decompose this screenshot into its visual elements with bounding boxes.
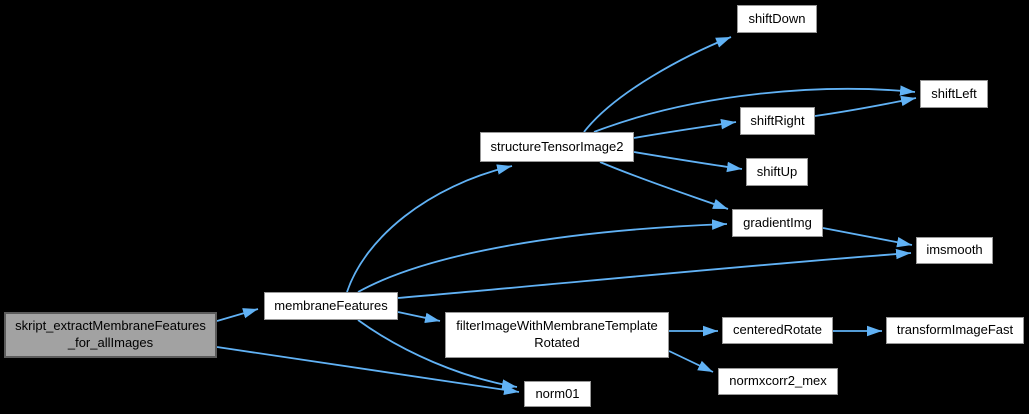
node-label: structureTensorImage2 xyxy=(490,138,624,154)
node-norm01[interactable]: norm01 xyxy=(524,381,591,407)
node-gradientImg[interactable]: gradientImg xyxy=(732,209,823,237)
node-label: Rotated xyxy=(534,335,580,350)
node-label: shiftLeft xyxy=(931,85,977,101)
node-label: shiftRight xyxy=(750,112,805,128)
node-imsmooth[interactable]: imsmooth xyxy=(916,237,993,264)
node-membraneFeatures[interactable]: membraneFeatures xyxy=(264,292,398,320)
edge-filterImageWithMembraneTemplateRotated-to-normxcorr2_mex xyxy=(668,350,714,373)
node-label: shiftDown xyxy=(748,10,806,26)
edge-structureTensorImage2-to-shiftLeft xyxy=(593,85,916,133)
edge-structureTensorImage2-to-gradientImg xyxy=(599,161,729,210)
node-label: norm01 xyxy=(535,385,580,401)
node-transformImageFast[interactable]: transformImageFast xyxy=(886,317,1024,344)
edge-skript_extractMembraneFeatures_for_allImages-to-membraneFeatures xyxy=(216,308,259,322)
node-normxcorr2_mex[interactable]: normxcorr2_mex xyxy=(718,368,838,395)
edge-membraneFeatures-to-norm01 xyxy=(357,319,518,390)
edge-gradientImg-to-imsmooth xyxy=(822,227,913,248)
node-label: _for_allImages xyxy=(67,335,154,350)
edge-shiftRight-to-shiftLeft xyxy=(814,95,917,117)
node-label: membraneFeatures xyxy=(274,297,388,313)
edge-structureTensorImage2-to-shiftUp xyxy=(633,151,743,173)
node-centeredRotate[interactable]: centeredRotate xyxy=(722,317,833,344)
edge-structureTensorImage2-to-shiftRight xyxy=(633,118,737,139)
node-label: normxcorr2_mex xyxy=(729,373,827,389)
node-shiftRight[interactable]: shiftRight xyxy=(740,107,815,135)
edge-membraneFeatures-to-imsmooth xyxy=(397,248,912,299)
edge-structureTensorImage2-to-shiftDown xyxy=(583,36,732,133)
edge-membraneFeatures-to-filterImageWithMembraneTemplateRotated xyxy=(397,311,441,323)
node-shiftDown[interactable]: shiftDown xyxy=(737,5,817,33)
node-shiftUp[interactable]: shiftUp xyxy=(746,158,808,186)
node-label: skript_extractMembraneFeatures xyxy=(15,318,206,334)
node-shiftLeft[interactable]: shiftLeft xyxy=(920,80,988,108)
node-label: imsmooth xyxy=(926,242,983,258)
node-label: shiftUp xyxy=(756,163,798,179)
node-label: filterImageWithMembraneTemplate xyxy=(456,318,658,334)
node-label: centeredRotate xyxy=(733,322,822,338)
edge-membraneFeatures-to-gradientImg xyxy=(357,219,728,293)
node-label: transformImageFast xyxy=(896,322,1014,338)
node-structureTensorImage2[interactable]: structureTensorImage2 xyxy=(480,132,634,162)
node-label: gradientImg xyxy=(743,214,812,230)
edge-membraneFeatures-to-structureTensorImage2 xyxy=(346,164,513,293)
node-skript_extractMembraneFeatures_for_allImages: skript_extractMembraneFeatures_for_allIm… xyxy=(4,312,217,358)
edge-skript_extractMembraneFeatures_for_allImages-to-norm01 xyxy=(216,346,520,395)
